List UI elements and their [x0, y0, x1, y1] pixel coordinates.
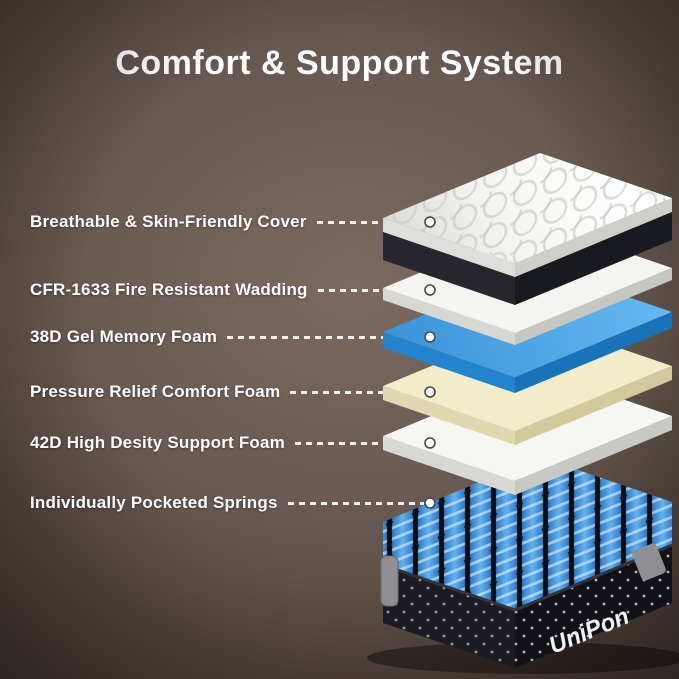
label-pocketed-springs: Individually Pocketed Springs — [30, 492, 424, 514]
leader-line-comfort — [290, 390, 424, 394]
marker-support — [424, 437, 436, 449]
label-text-wadding: CFR-1633 Fire Resistant Wadding — [30, 280, 308, 299]
leader-line-wadding — [317, 288, 424, 292]
label-text-comfort: Pressure Relief Comfort Foam — [30, 382, 281, 401]
label-text-gel: 38D Gel Memory Foam — [30, 327, 218, 346]
label-fire-wadding: CFR-1633 Fire Resistant Wadding — [30, 279, 424, 301]
label-text-support: 42D High Desity Support Foam — [30, 433, 285, 452]
marker-gel — [424, 331, 436, 343]
page-title: Comfort & Support System — [115, 44, 564, 82]
label-comfort-foam: Pressure Relief Comfort Foam — [30, 381, 424, 403]
layer-pocketed-springs — [383, 457, 672, 610]
leader-line-springs — [287, 501, 424, 505]
layer-quilted-cover — [383, 153, 672, 305]
label-quilted-cover: Breathable & Skin-Friendly Cover — [30, 211, 424, 233]
marker-springs — [424, 497, 436, 509]
marker-comfort — [424, 386, 436, 398]
label-text-cover: Breathable & Skin-Friendly Cover — [30, 212, 307, 231]
marker-wadding — [424, 284, 436, 296]
mattress-base: UniPon — [380, 543, 673, 668]
label-text-springs: Individually Pocketed Springs — [30, 493, 278, 512]
leader-line-cover — [316, 220, 424, 224]
callout-markers — [424, 216, 436, 509]
base-handle — [380, 555, 399, 607]
label-gel-foam: 38D Gel Memory Foam — [30, 326, 424, 348]
base-side-tag — [632, 543, 666, 581]
label-support-foam: 42D High Desity Support Foam — [30, 432, 424, 454]
leader-line-support — [294, 441, 424, 445]
marker-cover — [424, 216, 436, 228]
leader-line-gel — [227, 335, 424, 339]
